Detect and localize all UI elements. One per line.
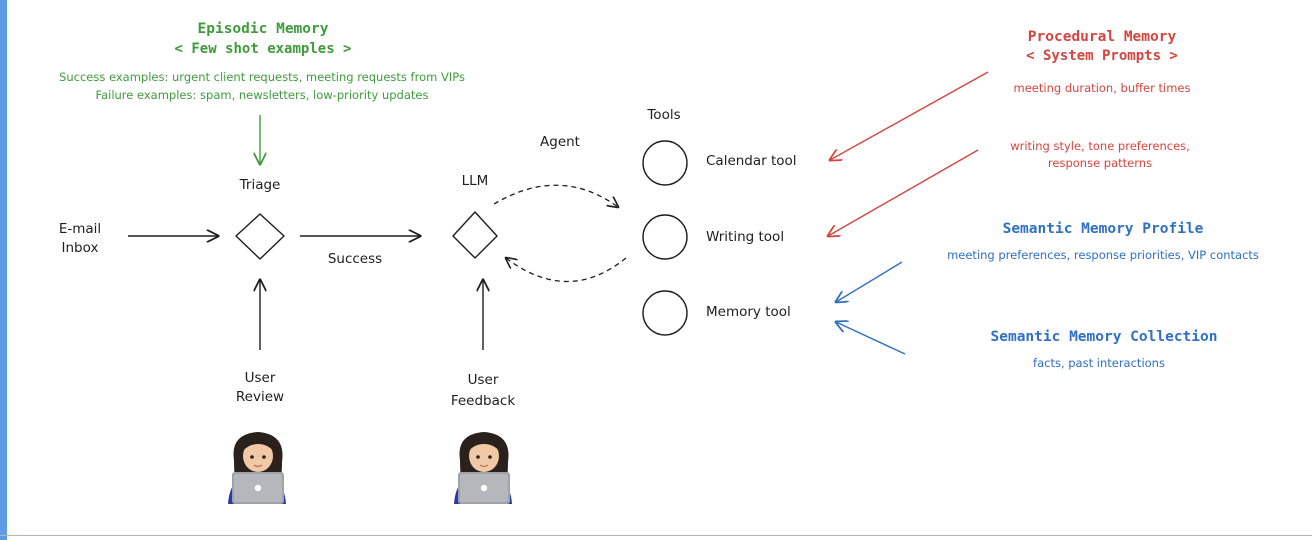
person-with-laptop-icon [228, 432, 286, 504]
writing-tool-label: Writing tool [706, 229, 784, 245]
procedural-note-meeting: meeting duration, buffer times [1014, 81, 1191, 95]
semantic-profile-note: meeting preferences, response priorities… [947, 248, 1259, 262]
inbox-label-line1: E-mail [59, 221, 101, 237]
user-review-label-line2: Review [236, 389, 284, 405]
inbox-label-line2: Inbox [62, 240, 99, 256]
llm-to-tools-dashed-arrow [493, 184, 618, 207]
triage-decision-node [235, 213, 285, 260]
semantic-profile-title: Semantic Memory Profile [1003, 221, 1204, 237]
episodic-failure-examples: Failure examples: spam, newsletters, low… [96, 88, 429, 102]
calendar-tool-label: Calendar tool [706, 153, 797, 169]
user-feedback-label-line2: Feedback [451, 393, 515, 409]
person-with-laptop-icon [454, 432, 512, 504]
profile-to-memory-tool-arrow [836, 261, 903, 302]
procedural-note-writing-line1: writing style, tone preferences, [1010, 139, 1190, 153]
episodic-memory-subtitle: < Few shot examples > [174, 41, 351, 57]
llm-decision-node [452, 211, 498, 259]
tools-to-llm-dashed-arrow [506, 258, 627, 283]
procedural-to-writing-arrow [828, 149, 979, 236]
episodic-success-examples: Success examples: urgent client requests… [59, 70, 465, 84]
triage-label: Triage [239, 177, 281, 193]
success-label: Success [328, 251, 382, 267]
memory-tool-label: Memory tool [706, 304, 791, 320]
collection-to-memory-tool-arrow [836, 322, 906, 355]
writing-tool-node [642, 214, 688, 260]
user-review-label-line1: User [245, 370, 276, 386]
semantic-collection-note: facts, past interactions [1033, 356, 1165, 370]
procedural-to-calendar-arrow [830, 71, 989, 160]
frame-left-bar [0, 0, 7, 540]
user-feedback-label-line1: User [468, 372, 499, 388]
episodic-memory-title: Episodic Memory [198, 21, 329, 37]
procedural-memory-title: Procedural Memory [1028, 29, 1177, 45]
procedural-note-writing-line2: response patterns [1048, 156, 1152, 170]
memory-tool-node [642, 290, 688, 336]
semantic-collection-title: Semantic Memory Collection [991, 329, 1218, 345]
frame-bottom-rule [0, 535, 1312, 536]
calendar-tool-node [642, 140, 688, 186]
procedural-memory-subtitle: < System Prompts > [1026, 48, 1178, 64]
tools-heading: Tools [646, 107, 680, 123]
llm-label: LLM [462, 173, 489, 189]
agent-label: Agent [540, 134, 580, 150]
